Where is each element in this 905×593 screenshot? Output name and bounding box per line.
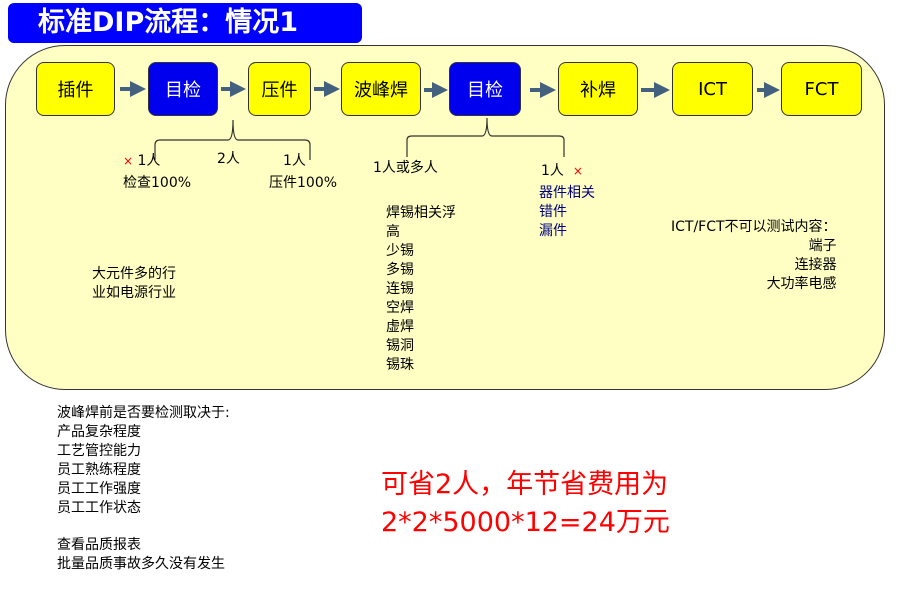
inspect2-staff: 1人 xyxy=(541,163,564,179)
inspect-staff: 1人 xyxy=(137,153,161,169)
connectors xyxy=(120,81,780,160)
savings-line-2: 2*2*5000*12=24万元 xyxy=(381,507,670,538)
slide-title: 标准DIP流程：情况1 xyxy=(8,3,362,43)
press-note: 压件100% xyxy=(269,175,338,191)
press-staff: 1人 xyxy=(283,153,306,169)
savings-line-1: 可省2人，年节省费用为 xyxy=(381,469,669,500)
cross-icon: × xyxy=(123,154,134,168)
step-ict: ICT xyxy=(672,62,753,116)
step-visual-inspect-1: 目检 xyxy=(148,62,218,116)
step-insert: 插件 xyxy=(36,62,115,116)
total-staff: 2人 xyxy=(217,151,240,167)
bracket-2 xyxy=(406,117,565,157)
ict-note: ICT/FCT不可以测试内容：端子连接器大功率电感 xyxy=(671,219,837,292)
step-press: 压件 xyxy=(248,62,311,116)
step-visual-inspect-2: 目检 xyxy=(449,62,521,116)
wave-staff: 1人或多人 xyxy=(373,160,438,176)
solder-defects: 焊锡相关浮高少锡多锡连锡空焊虚焊锡洞锡珠 xyxy=(386,205,456,373)
decision-factors: 波峰焊前是否要检测取决于:产品复杂程度工艺管控能力员工熟练程度员工工作强度员工工… xyxy=(57,405,230,516)
cross-icon: × xyxy=(572,164,583,178)
bracket-1 xyxy=(154,119,311,160)
quality-checks: 查看品质报表批量品质事故多久没有发生 xyxy=(57,537,225,572)
inspect-note: 检查100% xyxy=(123,175,192,191)
industry-note: 大元件多的行业如电源行业 xyxy=(92,266,176,301)
step-touch-up: 补焊 xyxy=(558,62,638,116)
step-wave-solder: 波峰焊 xyxy=(341,62,421,116)
step-fct: FCT xyxy=(781,62,862,116)
component-defects: 器件相关错件漏件 xyxy=(539,185,595,239)
